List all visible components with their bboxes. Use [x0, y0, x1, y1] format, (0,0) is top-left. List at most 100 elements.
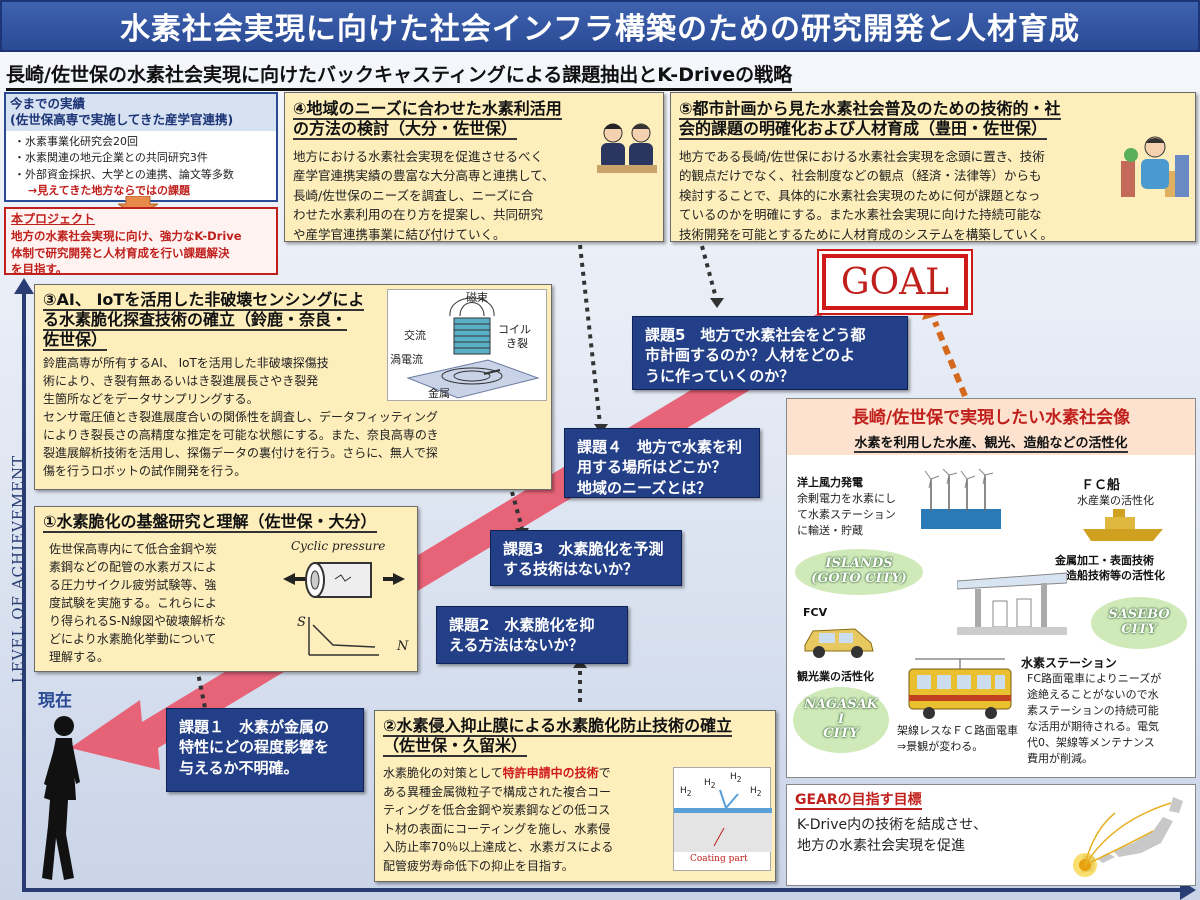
box2-heading-line1: ②水素侵入抑止膜による水素脆化防止技術の確立 [383, 716, 733, 737]
box2-body: 水素脆化の対策として特許申請中の技術で ある異種金属微粒子で構成された複合コー … [383, 764, 767, 876]
hydrogen-society-panel: 長崎/佐世保で実現したい水素社会像 水素を利用した水産、観光、造船などの活性化 … [786, 398, 1196, 778]
y-axis-label: LEVEL OF ACHIEVEMENT [9, 454, 27, 684]
h2-subscript: 2 [686, 788, 692, 798]
box4-line: 地方における水素社会実現を促進させるべく [293, 149, 544, 164]
box2-patent-highlight: 特許申請中の技術 [502, 766, 599, 780]
box5-line: 地方である長崎/佐世保における水素社会実現を念頭に置き、技術 [679, 149, 1045, 164]
box1-line: る圧力サイクル疲労試験等、強 [49, 578, 217, 592]
fcv-label: FCV [803, 606, 828, 619]
tram-line: ⇒景観が変わる。 [897, 739, 984, 753]
now-label: 現在 [38, 691, 72, 711]
project-line: 体制で研究開発と人材育成を行い課題解決 [11, 245, 230, 260]
challenge-box-1: 課題１ 水素が金属の 特性にどの程度影響を 与えるか不明確。 [166, 708, 364, 792]
nagasaki-line: CITY [823, 726, 859, 742]
achievement-highlight: →見えてきた地方ならではの課題 [28, 184, 191, 197]
project-line: を目指す。 [11, 262, 68, 277]
gear-body: K-Drive内の技術を結成させ、 地方の水素社会実現を促進 [787, 813, 1195, 859]
research-box-5: ⑤都市計画から見た水素社会普及のための技術的・社 会的課題の明確化および人材育成… [670, 92, 1196, 242]
challenge4-line: 用する場所はどこか？ [577, 458, 727, 477]
box2-line: ティングを低合金鋼や炭素鋼などの低コス [383, 803, 611, 818]
nagasaki-line: I [837, 711, 845, 727]
label-eddy: 渦電流 [390, 353, 423, 366]
gear-heading: GEARの目指す目標 [787, 785, 1195, 813]
box1-line: 度試験を実施する。これらによ [49, 596, 218, 610]
pipe-pressure-icon [283, 562, 405, 656]
box5-body: 地方である長崎/佐世保における水素社会実現を念頭に置き、技術 的観点だけでなく、… [679, 147, 1187, 244]
box1-line: 素鋼などの配管の水素ガスによ [49, 560, 218, 574]
achievement-item: ・水素事業化研究会20回 [14, 134, 138, 148]
islands-goto-city: ISLANDS(GOTO CITY) [795, 549, 923, 595]
research-box-1: ①水素脆化の基盤研究と理解（佐世保・大分） 佐世保高専内にて低合金鋼や炭 素鋼な… [34, 506, 418, 672]
box4-line: 産学官連携実績の豊富な大分高専と連携して、 [293, 168, 555, 184]
fcv-car-icon [804, 628, 874, 658]
fc-ship-icon [1083, 509, 1163, 541]
h2-symbol: H [750, 786, 757, 796]
research-box-3: ③AI、 IoTを活用した非破壊センシングによ る水素脆化探査技術の確立（鈴鹿・… [34, 284, 552, 490]
challenge-box-3: 課題3 水素脆化を予測 する技術はないか？ [490, 530, 682, 586]
coil-sensor-icon [406, 297, 540, 399]
fc-tram-icon [908, 658, 1012, 719]
achievements-box: 今までの実績 (佐世保高専で実施してきた産学官連携) ・水素事業化研究会20回 … [4, 92, 278, 202]
box5-line: ているのかを明確にする。また水素社会実現に向けた持続可能な [679, 207, 1042, 223]
gear-line: 地方の水素社会実現を促進 [797, 838, 965, 854]
box5-line: 技術開発を可能とするために人材育成のシステムを構築していく。 [679, 226, 1053, 242]
fc-ship-text: 水産業の活性化 [1077, 494, 1154, 507]
h2-label: H2 [730, 772, 742, 784]
y-axis-line [22, 290, 26, 892]
box2-line: 入防止率70％以上達成と、水素ガスによる [383, 840, 614, 855]
cyclic-pressure-label: Cyclic pressure [291, 539, 386, 553]
tourism-label: 観光業の活性化 [797, 670, 874, 683]
coating-diagram: H2 H2 H2 H2 Coating part [673, 767, 772, 871]
metal-line: ・造船技術等の活性化 [1055, 569, 1165, 583]
box1-line: 佐世保高専内にて低合金鋼や炭 [49, 542, 218, 556]
city-planner-illustration-icon [1121, 136, 1189, 197]
challenge4-line: 地域のニーズとは？ [577, 478, 712, 497]
research-box-2: ②水素侵入抑止膜による水素脆化防止技術の確立 （佐世保・久留米） 水素脆化の対策… [374, 710, 776, 882]
box3-heading-line2: る水素脆化探査技術の確立（鈴鹿・奈良・ [43, 310, 348, 331]
project-line: 地方の水素社会実現に向け、強力なK-Drive [11, 229, 242, 243]
coating-part-label: Coating part [690, 854, 748, 864]
box2-line: ト材の表面にコーティングを施し、水素侵 [383, 821, 611, 836]
box3-line: 生箇所などをデータサンプリングする。 [43, 392, 259, 406]
walking-person-icon [42, 716, 80, 880]
h2-subscript: 2 [736, 774, 742, 784]
box3-line: 鈴鹿高専が所有するAI、 IoTを活用した非破壊探傷技 [43, 356, 329, 370]
box2-line1-pre: 水素脆化の対策として [383, 766, 503, 780]
wind-line: 余剰電力を水素にし [797, 492, 896, 505]
tram-line: 架線レスなＦＣ路面電車 [897, 724, 1018, 737]
station-line: な活用が期待される。電気 [1027, 719, 1159, 733]
box3-line: によりき裂長さの高精度な推定を可能な状態にする。また、奈良高専のき [43, 428, 439, 442]
achievements-heading: 今までの実績 (佐世保高専で実施してきた産学官連携) [6, 94, 276, 131]
achievements-heading-line1: 今までの実績 [10, 96, 86, 111]
box1-line: どにより水素脆化挙動について [49, 632, 217, 646]
label-crack: き裂 [506, 337, 528, 350]
society-subtitle: 水素を利用した水産、観光、造船などの活性化 [854, 432, 1128, 453]
label-flux: 磁束 [466, 291, 488, 304]
society-title: 長崎/佐世保で実現したい水素社会像 [851, 408, 1131, 428]
wind-text: 余剰電力を水素にし て水素ステーション に輸送・貯蔵 [797, 491, 896, 539]
x-axis-line [22, 888, 1192, 892]
h2-symbol: H [704, 778, 711, 788]
h2-label: H2 [704, 778, 716, 790]
box3-body: 鈴鹿高専が所有するAI、 IoTを活用した非破壊探傷技 術により、き裂有無あるい… [43, 354, 543, 480]
label-metal: 金属 [428, 387, 450, 400]
challenge3-line: 課題3 水素脆化を予測 [503, 540, 664, 558]
eddy-current-diagram: 磁束 交流 コイル き裂 渦電流 金属 [387, 289, 547, 401]
box4-heading-line2: の方法の検討（大分・佐世保） [293, 119, 518, 140]
label-ac: 交流 [404, 329, 426, 342]
project-box: 本プロジェクト 地方の水素社会実現に向け、強力なK-Drive 体制で研究開発と… [4, 207, 278, 278]
h2-symbol: H [680, 786, 687, 796]
box3-line: センサ電圧値とき裂進展度合いの関係性を調査し、データフィッティング [43, 410, 439, 424]
box4-heading-line1: ④地域のニーズに合わせた水素利活用 [293, 99, 562, 120]
achievement-item: ・外部資金採択、大学との連携、論文等多数 [14, 167, 234, 181]
box3-line: 裂進展解析技術を活用し、探傷データの裏付けを行う。さらに、無人で探 [43, 446, 438, 460]
project-heading: 本プロジェクト [11, 212, 96, 226]
project-body: 地方の水素社会実現に向け、強力なK-Drive 体制で研究開発と人材育成を行い課… [6, 228, 276, 278]
challenge2-line: える方法はないか？ [449, 636, 584, 655]
box3-heading-line1: ③AI、 IoTを活用した非破壊センシングによ [43, 290, 365, 311]
axis-s-label: S [297, 615, 306, 630]
japan-map-icon [1073, 797, 1183, 877]
h2-label: H2 [750, 786, 762, 798]
box5-heading-line2: 会的課題の明確化および人材育成（豊田・佐世保） [679, 119, 1048, 140]
